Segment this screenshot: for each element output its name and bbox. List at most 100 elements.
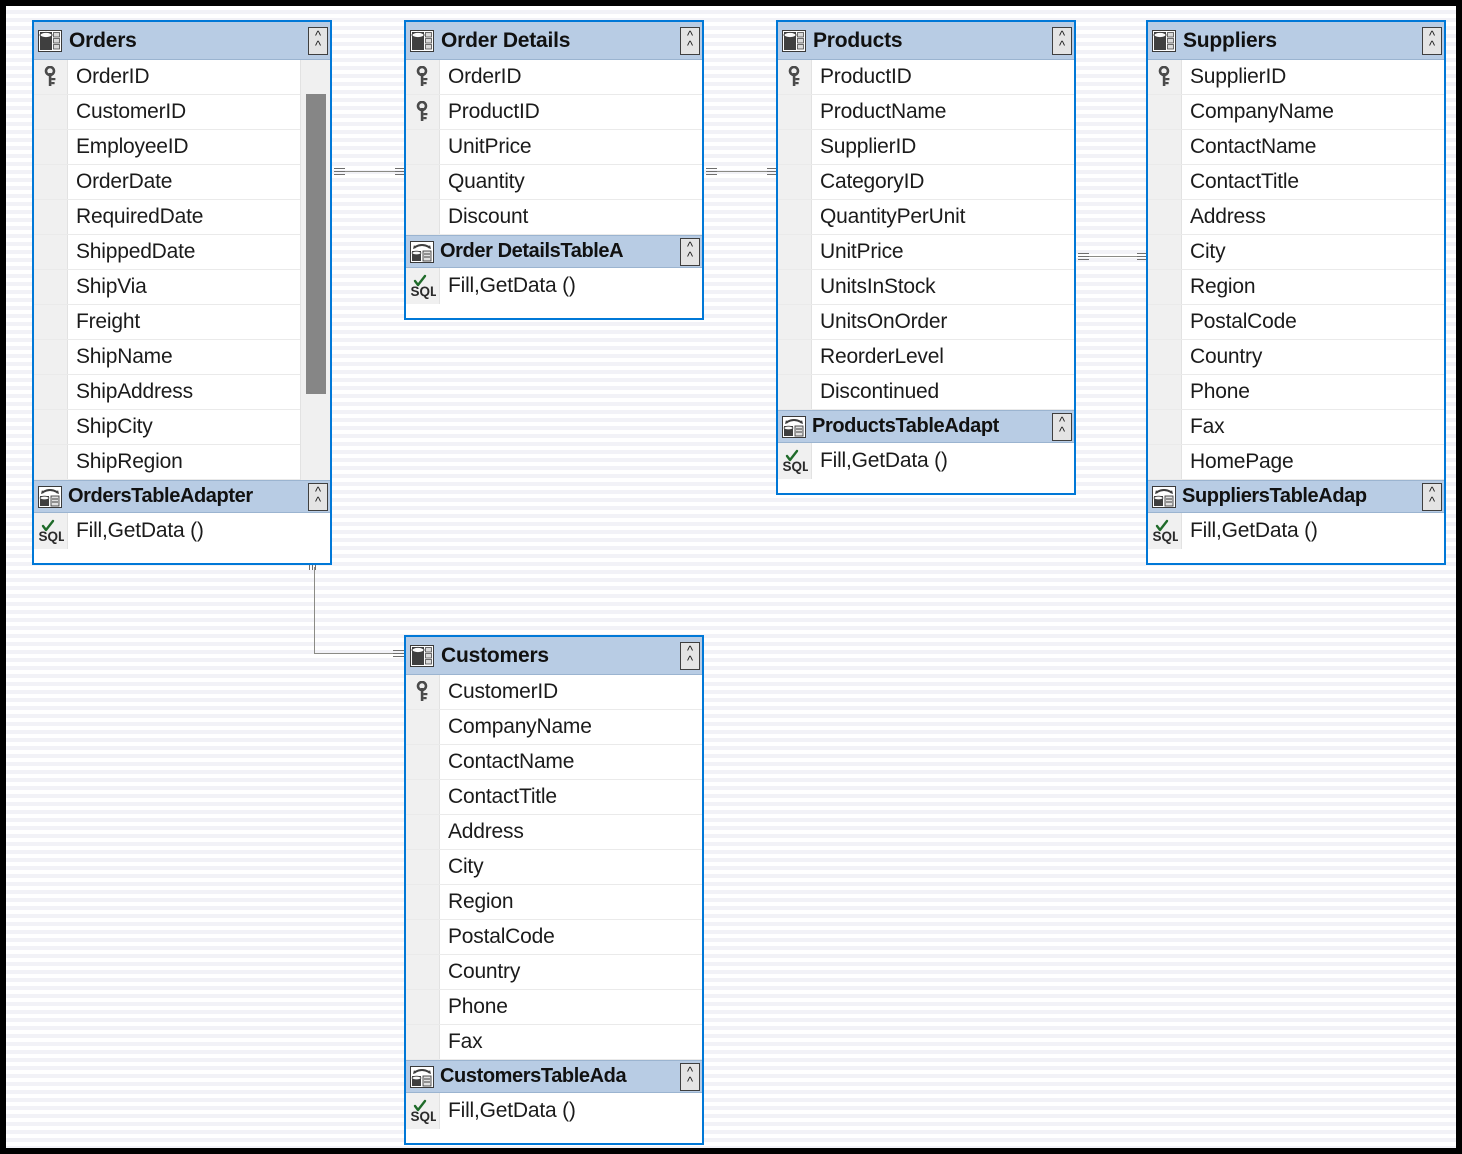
column-row[interactable]: QuantityPerUnit xyxy=(778,200,1074,235)
table-header-2[interactable]: Products^^ xyxy=(778,22,1074,60)
primary-key-icon xyxy=(788,66,799,86)
column-row[interactable]: UnitPrice xyxy=(406,130,702,165)
column-row[interactable]: Discontinued xyxy=(778,375,1074,410)
column-gutter xyxy=(1148,340,1182,374)
column-row[interactable]: Country xyxy=(1148,340,1444,375)
table-header-1[interactable]: Order Details^^ xyxy=(406,22,702,60)
table-adapter-header-1[interactable]: Order DetailsTableA^^ xyxy=(406,235,702,268)
column-row[interactable]: Discount xyxy=(406,200,702,235)
table-collapse-button-0[interactable]: ^^ xyxy=(308,26,328,55)
column-row[interactable]: RequiredDate xyxy=(34,200,330,235)
table-adapter-header-2[interactable]: ProductsTableAdapt^^ xyxy=(778,410,1074,443)
column-row[interactable]: ShipCity xyxy=(34,410,330,445)
table-collapse-button-3[interactable]: ^^ xyxy=(1422,26,1442,55)
column-row[interactable]: ShipAddress xyxy=(34,375,330,410)
column-row[interactable]: ShipVia xyxy=(34,270,330,305)
table-header-3[interactable]: Suppliers^^ xyxy=(1148,22,1444,60)
column-row[interactable]: OrderID xyxy=(34,60,330,95)
column-row[interactable]: ProductName xyxy=(778,95,1074,130)
column-row[interactable]: EmployeeID xyxy=(34,130,330,165)
table-header-4[interactable]: Customers^^ xyxy=(406,637,702,675)
column-row[interactable]: ContactTitle xyxy=(406,780,702,815)
column-row[interactable]: Fax xyxy=(406,1025,702,1060)
column-row[interactable]: Region xyxy=(406,885,702,920)
column-row[interactable]: Region xyxy=(1148,270,1444,305)
chevron-double-up-icon-2: ^ xyxy=(1428,37,1436,53)
column-row[interactable]: City xyxy=(406,850,702,885)
column-row[interactable]: PostalCode xyxy=(1148,305,1444,340)
column-row[interactable]: ProductID xyxy=(778,60,1074,95)
column-row[interactable]: ReorderLevel xyxy=(778,340,1074,375)
table-collapse-button-2[interactable]: ^^ xyxy=(1052,26,1072,55)
adapter-collapse-button-0[interactable]: ^^ xyxy=(308,482,328,511)
relation-marker-products-left xyxy=(767,168,778,175)
relation-line-orders-order-details[interactable] xyxy=(340,171,398,172)
column-row[interactable]: ShippedDate xyxy=(34,235,330,270)
relation-line-orders-customers-vertical[interactable] xyxy=(314,567,315,654)
column-name: ShipCity xyxy=(76,415,153,438)
table-adapter-header-3[interactable]: SuppliersTableAdap^^ xyxy=(1148,480,1444,513)
column-row[interactable]: Phone xyxy=(1148,375,1444,410)
column-row[interactable]: CustomerID xyxy=(406,675,702,710)
column-row[interactable]: ShipName xyxy=(34,340,330,375)
column-row[interactable]: ProductID xyxy=(406,95,702,130)
column-row[interactable]: Quantity xyxy=(406,165,702,200)
adapter-collapse-button-1[interactable]: ^^ xyxy=(680,237,700,266)
column-row[interactable]: CompanyName xyxy=(1148,95,1444,130)
column-row[interactable]: SupplierID xyxy=(778,130,1074,165)
column-row[interactable]: Address xyxy=(1148,200,1444,235)
column-row[interactable]: ContactTitle xyxy=(1148,165,1444,200)
column-row[interactable]: CategoryID xyxy=(778,165,1074,200)
column-gutter xyxy=(406,745,440,779)
column-row[interactable]: OrderDate xyxy=(34,165,330,200)
column-row[interactable]: UnitPrice xyxy=(778,235,1074,270)
column-gutter xyxy=(34,410,68,444)
column-list-scrollbar[interactable] xyxy=(300,60,330,480)
relation-line-orders-customers-horizontal[interactable] xyxy=(314,653,396,654)
column-row[interactable]: CustomerID xyxy=(34,95,330,130)
table-collapse-button-1[interactable]: ^^ xyxy=(680,26,700,55)
column-row[interactable]: Fax xyxy=(1148,410,1444,445)
column-row[interactable]: ShipRegion xyxy=(34,445,330,480)
column-row[interactable]: Address xyxy=(406,815,702,850)
column-gutter xyxy=(778,130,812,164)
column-row[interactable]: CompanyName xyxy=(406,710,702,745)
table-adapter-header-4[interactable]: CustomersTableAda^^ xyxy=(406,1060,702,1093)
column-row[interactable]: UnitsInStock xyxy=(778,270,1074,305)
column-row[interactable]: Freight xyxy=(34,305,330,340)
column-row[interactable]: Country xyxy=(406,955,702,990)
column-row[interactable]: OrderID xyxy=(406,60,702,95)
table-header-0[interactable]: Orders^^ xyxy=(34,22,330,60)
adapter-collapse-button-3[interactable]: ^^ xyxy=(1422,482,1442,511)
column-row[interactable]: City xyxy=(1148,235,1444,270)
column-row[interactable]: UnitsOnOrder xyxy=(778,305,1074,340)
column-gutter xyxy=(406,885,440,919)
column-name: QuantityPerUnit xyxy=(820,205,966,228)
column-row[interactable]: Phone xyxy=(406,990,702,1025)
column-row[interactable]: HomePage xyxy=(1148,445,1444,480)
table-adapter-header-0[interactable]: OrdersTableAdapter^^ xyxy=(34,480,330,513)
column-gutter xyxy=(406,95,440,129)
column-list-scrollbar-thumb[interactable] xyxy=(306,94,326,394)
adapter-collapse-button-2[interactable]: ^^ xyxy=(1052,412,1072,441)
relation-line-products-suppliers[interactable] xyxy=(1084,256,1140,257)
column-row[interactable]: PostalCode xyxy=(406,920,702,955)
column-gutter xyxy=(34,165,68,199)
adapter-collapse-button-4[interactable]: ^^ xyxy=(680,1062,700,1091)
column-row[interactable]: SupplierID xyxy=(1148,60,1444,95)
column-row[interactable]: ContactName xyxy=(1148,130,1444,165)
table-collapse-button-4[interactable]: ^^ xyxy=(680,641,700,670)
relation-line-order-details-products[interactable] xyxy=(712,171,770,172)
column-row[interactable]: ContactName xyxy=(406,745,702,780)
